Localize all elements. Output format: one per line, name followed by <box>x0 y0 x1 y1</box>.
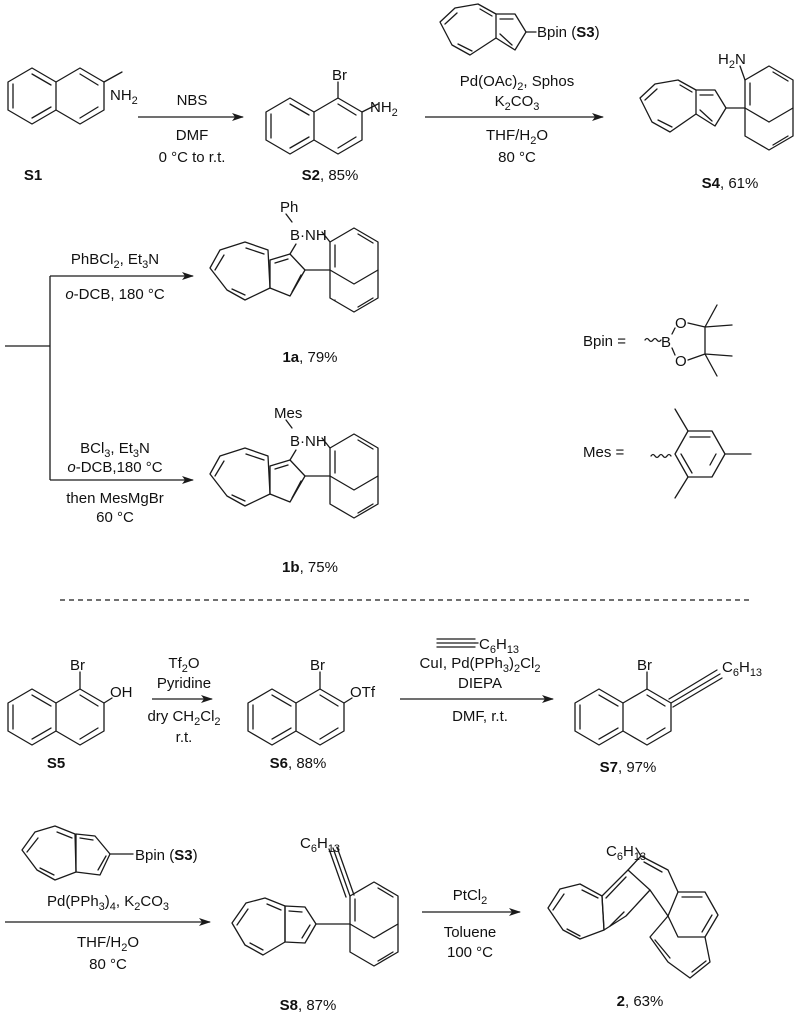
S7-br-label: Br <box>637 657 652 674</box>
molecule-S4: H2N <box>639 51 794 151</box>
solvent-dry-ch2cl2: dry CH2Cl2 <box>147 708 220 728</box>
S4-h2n-label: H2N <box>718 51 746 71</box>
molecule-1b: Mes B·NH <box>209 405 379 519</box>
reagent-mesmgbr: then MesMgBr <box>66 490 164 507</box>
S7-c6h13-label: C6H13 <box>722 659 762 679</box>
reagent-cui-pd: CuI, Pd(PPh3)2Cl2 <box>420 655 541 675</box>
legend-mes-label: Mes = <box>583 444 625 461</box>
molecule-S3-top: Bpin (S3) <box>439 3 600 56</box>
reagent-ptcl2: PtCl2 <box>453 887 487 907</box>
molecule-S1: NH2 <box>7 67 138 125</box>
S6-br-label: Br <box>310 657 325 674</box>
compound-label-S4: S4, 61% <box>702 175 759 192</box>
reagent-pyridine: Pyridine <box>157 675 211 692</box>
solvent-thf-h2o-2: THF/H2O <box>77 934 139 954</box>
condition-temp-2: 80 °C <box>498 149 536 166</box>
reagent-NBS: NBS <box>177 92 208 109</box>
condition-rt-1: r.t. <box>176 729 193 746</box>
molecule-1a: Ph B·NH <box>209 199 379 313</box>
1a-b-nh-label: B·NH <box>290 227 327 244</box>
compound-label-1a: 1a, 79% <box>282 349 337 366</box>
reagent-tf2o: Tf2O <box>168 655 199 675</box>
legend-bpin-o2: O <box>675 353 687 370</box>
compound-label-S6: S6, 88% <box>270 755 327 772</box>
S3-top-bpin-label: Bpin (S3) <box>537 24 600 41</box>
condition-odcb-1a: o-DCB, 180 °C <box>65 286 165 303</box>
molecule-S8: C6H13 <box>231 835 399 967</box>
legend-mes: Mes = <box>583 408 752 499</box>
compound-label-S7: S7, 97% <box>600 759 657 776</box>
1b-b-nh-label: B·NH <box>290 433 327 450</box>
wavy-bond-icon-mes <box>650 453 672 459</box>
S2-nh2-label: NH2 <box>370 99 398 119</box>
solvent-toluene: Toluene <box>444 924 497 941</box>
reagent-pd-sphos: Pd(OAc)2, Sphos <box>460 73 575 93</box>
reagent-pdpph34-k2co3: Pd(PPh3)4, K2CO3 <box>47 893 169 913</box>
reagent-diepa: DIEPA <box>458 675 502 692</box>
solvent-DMF: DMF <box>176 127 209 144</box>
solvent-thf-h2o: THF/H2O <box>486 127 548 147</box>
legend-bpin-o1: O <box>675 315 687 332</box>
legend-bpin-label: Bpin = <box>583 333 626 350</box>
S2-br-label: Br <box>332 67 347 84</box>
reagent-hexyl-alkyne: C6H13 <box>479 636 519 656</box>
reagent-k2co3: K2CO3 <box>495 93 540 113</box>
molecule-S6: Br OTf <box>247 657 376 746</box>
compound-label-S8: S8, 87% <box>280 997 337 1014</box>
alkyne-triple-bond <box>436 638 476 648</box>
1b-mes-label: Mes <box>274 405 302 422</box>
reagent-phbcl2: PhBCl2, Et3N <box>71 251 159 271</box>
compound-label-S2: S2, 85% <box>302 167 359 184</box>
condition-temp-6: 100 °C <box>447 944 493 961</box>
reagent-bcl3: BCl3, Et3N <box>80 440 150 460</box>
molecule-S7: Br C6H13 <box>574 657 762 746</box>
S5-br-label: Br <box>70 657 85 674</box>
molecule-S2: Br NH2 <box>265 67 398 155</box>
S5-oh-label: OH <box>110 684 133 701</box>
legend-bpin-b: B <box>661 334 671 351</box>
compound-label-S5: S5 <box>47 755 65 772</box>
compound-label-2: 2, 63% <box>617 993 664 1010</box>
legend-bpin: Bpin = B O O <box>583 304 733 377</box>
molecule-2: C6H13 <box>547 843 719 979</box>
wavy-bond-icon <box>644 337 662 343</box>
condition-odcb-1b: o-DCB,180 °C <box>67 459 162 476</box>
condition-temp-5: 80 °C <box>89 956 127 973</box>
molecule-S5: Br OH <box>7 657 133 746</box>
S8-c6h13-label: C6H13 <box>300 835 340 855</box>
condition-dmf-rt: DMF, r.t. <box>452 708 508 725</box>
compound-label-S1: S1 <box>24 167 42 184</box>
2-c6h13-label: C6H13 <box>606 843 646 863</box>
condition-60C: 60 °C <box>96 509 134 526</box>
S1-nh2-label: NH2 <box>110 87 138 107</box>
S3-bottom-bpin-label: Bpin (S3) <box>135 847 198 864</box>
S6-otf-label: OTf <box>350 684 376 701</box>
condition-temp-1: 0 °C to r.t. <box>159 149 226 166</box>
molecule-S3-bottom: Bpin (S3) <box>21 825 198 881</box>
1a-ph-label: Ph <box>280 199 298 216</box>
compound-label-1b: 1b, 75% <box>282 559 338 576</box>
